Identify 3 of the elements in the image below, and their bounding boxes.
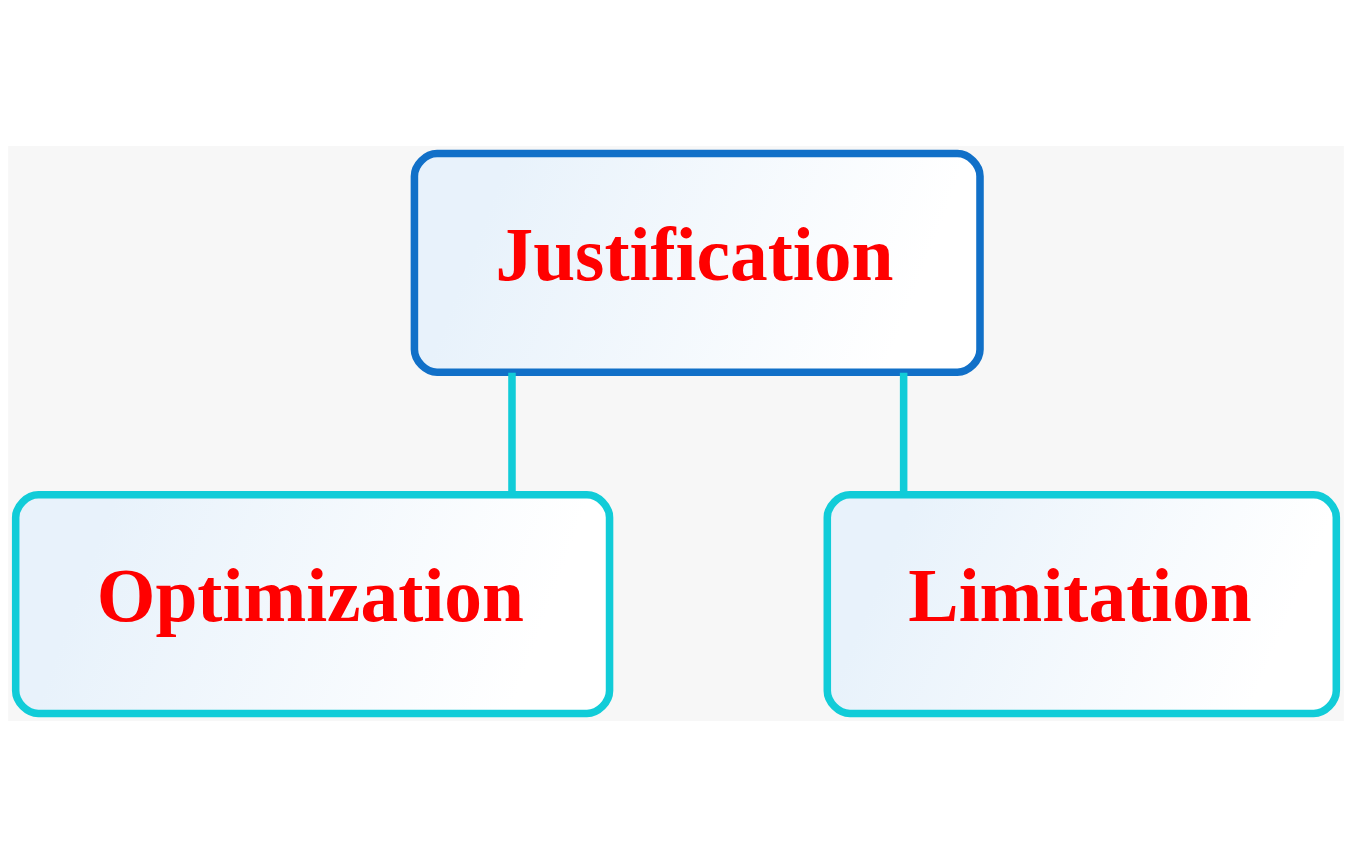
node-box: Limitation <box>823 491 1341 718</box>
node-box: Justification <box>410 149 984 376</box>
node-box: Optimization <box>11 491 614 718</box>
